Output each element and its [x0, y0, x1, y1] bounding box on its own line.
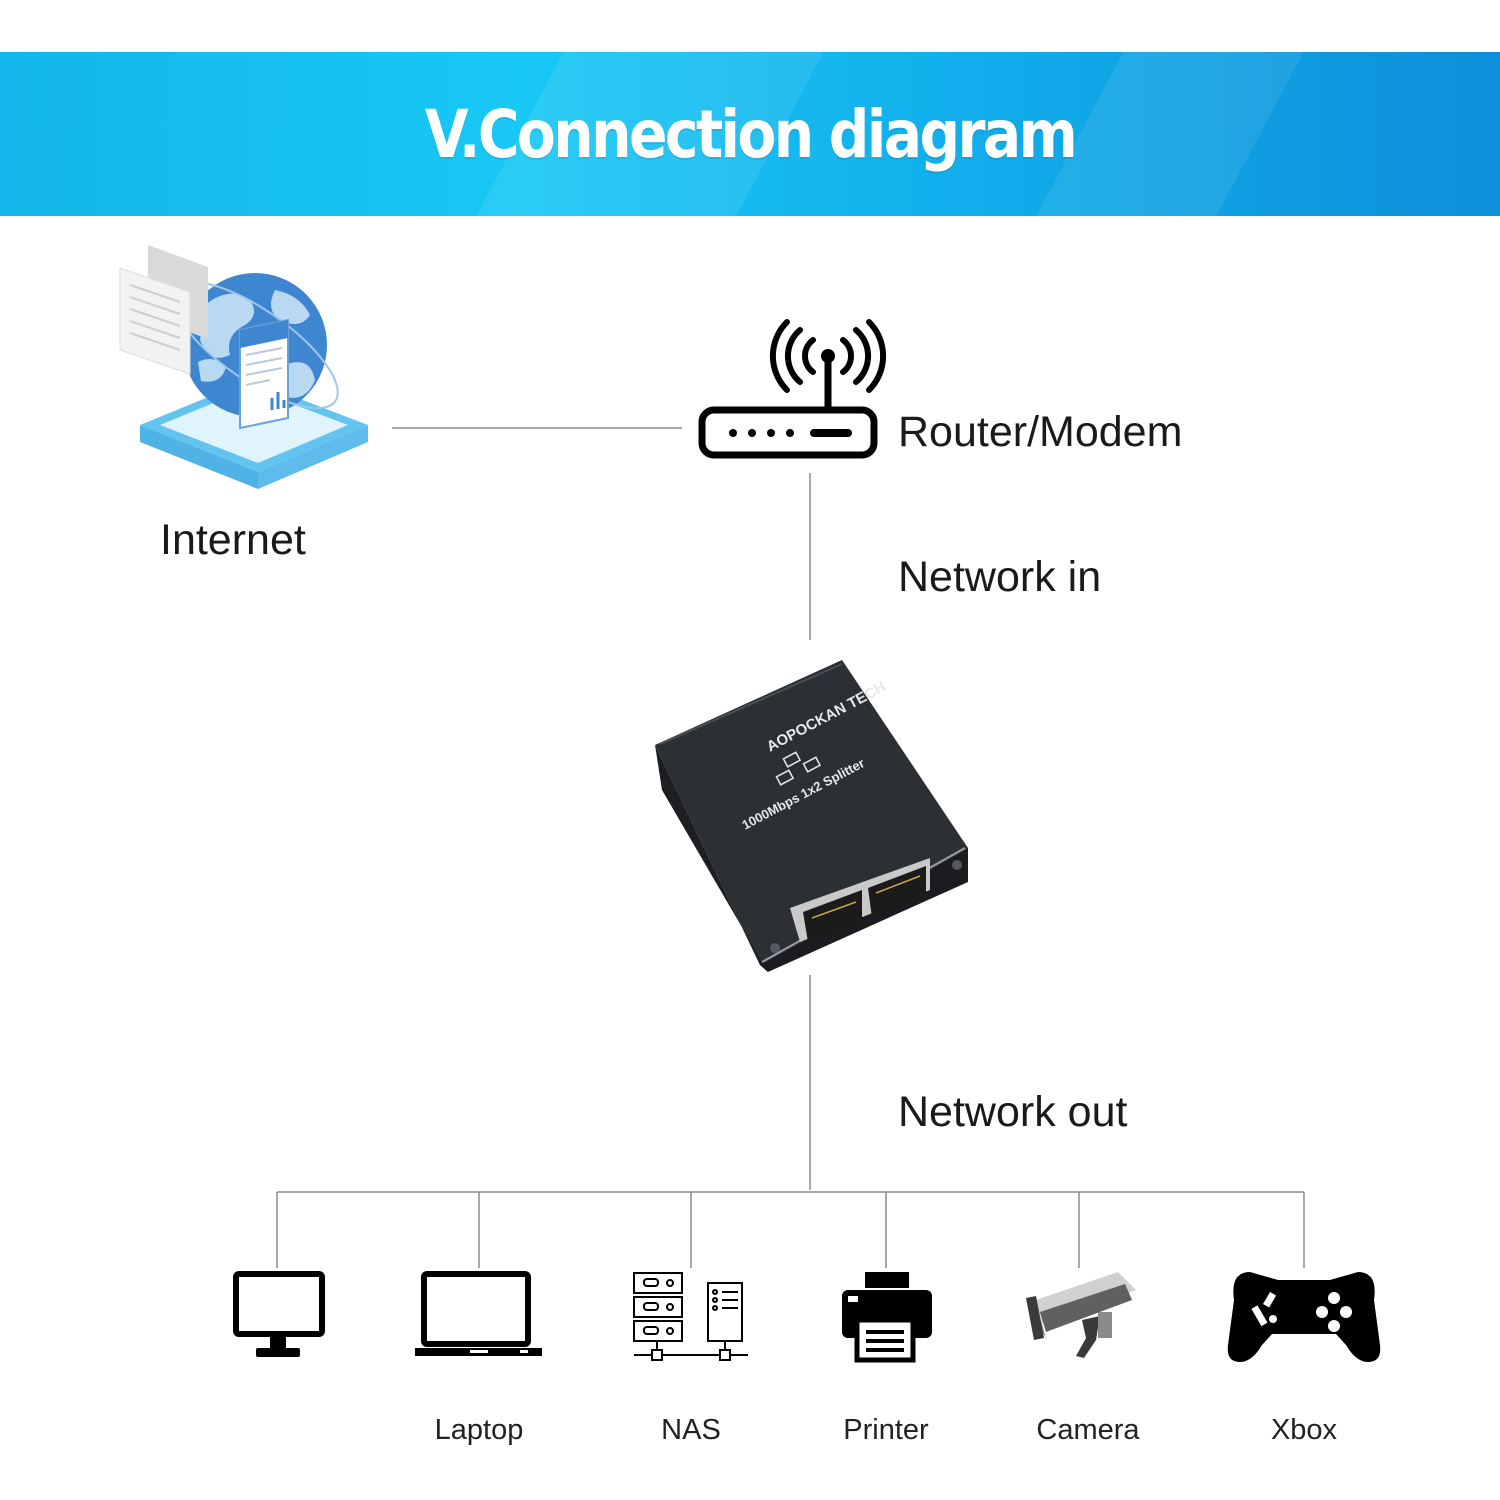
security-camera-icon — [1026, 1272, 1136, 1358]
monitor-icon — [233, 1271, 325, 1357]
device-label-laptop: Laptop — [434, 1414, 524, 1446]
router-label: Router/Modem — [898, 408, 1183, 456]
device-label-xbox: Xbox — [1270, 1414, 1338, 1446]
page-title: V.Connection diagram — [424, 95, 1078, 173]
internet-label: Internet — [160, 516, 306, 564]
network-symbol-icon — [775, 751, 822, 786]
device-label-nas: NAS — [661, 1414, 721, 1446]
device-label-printer: Printer — [843, 1414, 929, 1446]
nas-server-icon — [633, 1272, 748, 1361]
network-in-label: Network in — [898, 553, 1102, 601]
gamepad-icon — [1227, 1272, 1381, 1362]
laptop-icon — [415, 1271, 542, 1356]
connection-lines — [276, 427, 1305, 1268]
router-icon — [698, 319, 887, 459]
header-banner: V.Connection diagram — [0, 52, 1500, 216]
printer-icon — [842, 1272, 932, 1363]
device-label-camera: Camera — [1036, 1414, 1140, 1446]
network-out-label: Network out — [898, 1088, 1128, 1136]
globe-document-icon — [119, 245, 368, 489]
ethernet-splitter-device: AOPOCKAN TECH 1000Mbps 1x2 Splitter — [655, 660, 968, 972]
